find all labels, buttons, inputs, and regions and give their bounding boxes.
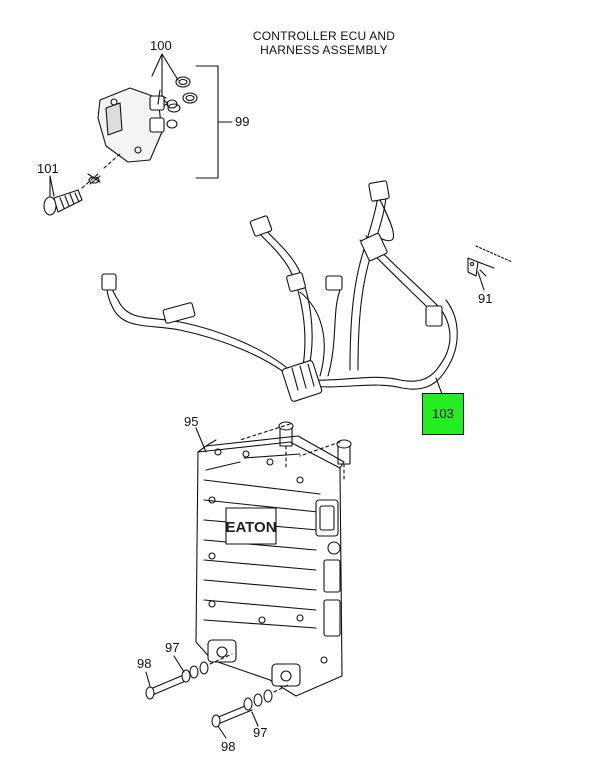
leader-97b xyxy=(251,711,259,727)
clip-91 xyxy=(467,245,513,277)
leader-103 xyxy=(435,377,443,395)
leader-97a xyxy=(173,655,185,673)
ecu-logo: EATON xyxy=(225,519,276,536)
callout-101[interactable]: 101 xyxy=(37,161,59,176)
screws-washers-lower xyxy=(211,683,291,728)
callout-98-lower[interactable]: 98 xyxy=(221,739,236,754)
bracket-99 xyxy=(195,65,233,179)
callout-98-upper[interactable]: 98 xyxy=(137,656,152,671)
callout-99[interactable]: 99 xyxy=(235,114,250,129)
ecu-module xyxy=(195,435,345,697)
leader-100 xyxy=(151,53,179,97)
callout-97-upper[interactable]: 97 xyxy=(165,640,180,655)
leader-98a xyxy=(145,671,151,687)
mounting-studs xyxy=(239,421,352,481)
callout-97-lower[interactable]: 97 xyxy=(253,725,268,740)
bolt-101 xyxy=(43,153,121,216)
leader-91 xyxy=(477,271,485,291)
title-line-1: CONTROLLER ECU AND xyxy=(252,29,396,43)
title-line-2: HARNESS ASSEMBLY xyxy=(260,43,388,57)
wire-harness xyxy=(105,193,458,390)
leader-95 xyxy=(195,427,207,453)
screws-washers-upper xyxy=(145,653,233,700)
leader-98b xyxy=(217,725,227,739)
harness-connectors xyxy=(101,180,443,402)
callout-95[interactable]: 95 xyxy=(184,414,199,429)
diagram-title: CONTROLLER ECU AND HARNESS ASSEMBLY xyxy=(224,29,424,57)
callout-103-highlighted[interactable]: 103 xyxy=(422,393,464,435)
callout-91[interactable]: 91 xyxy=(478,291,493,306)
o-rings xyxy=(167,76,198,113)
solenoid-valve-assembly xyxy=(97,87,178,163)
callout-100[interactable]: 100 xyxy=(150,38,172,53)
